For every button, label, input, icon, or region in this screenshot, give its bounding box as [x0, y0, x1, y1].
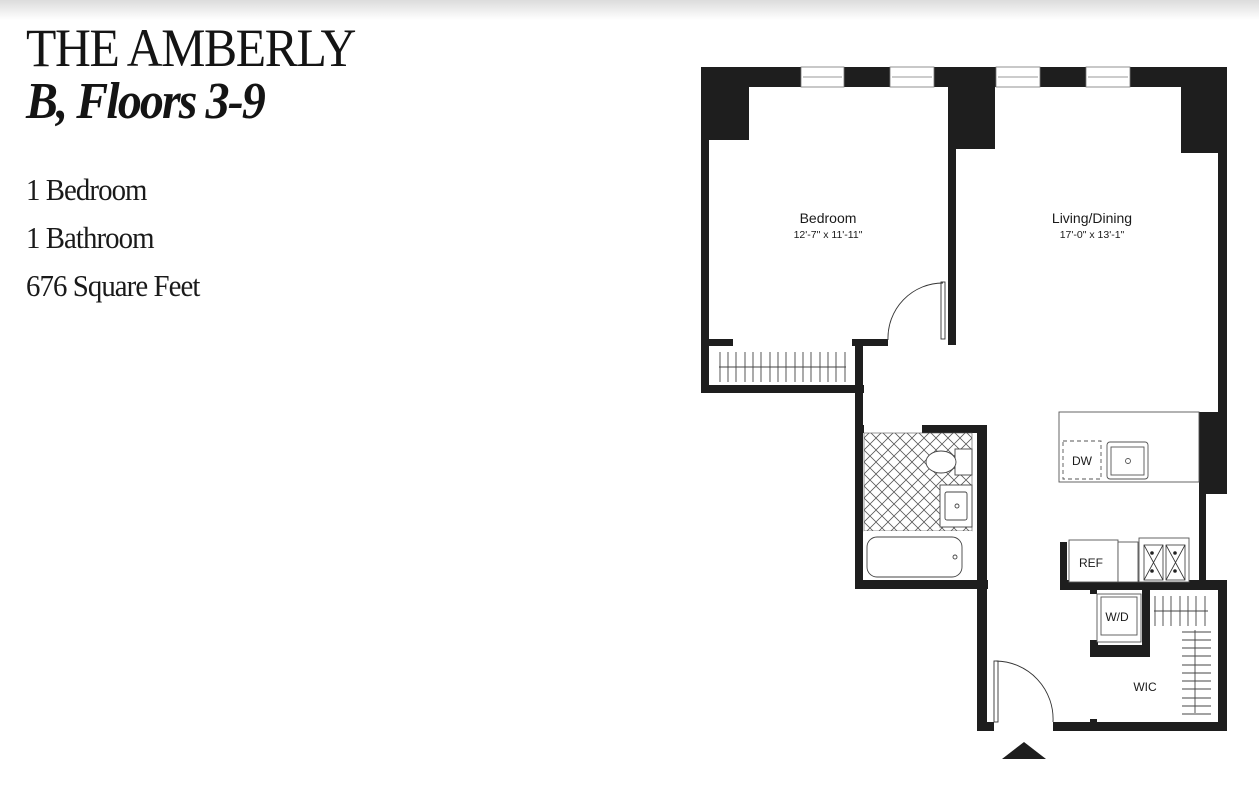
bedroom-label: Bedroom	[800, 210, 857, 226]
bedroom-dimensions: 12'-7" x 11'-11"	[794, 229, 863, 241]
top-shade	[0, 0, 1259, 20]
living-dimensions: 17'-0" x 13'-1"	[1060, 229, 1125, 241]
entry-door	[993, 660, 1054, 723]
square-footage: 676 Square Feet	[26, 268, 200, 303]
bathtub	[864, 531, 972, 580]
toilet	[925, 448, 973, 476]
unit-subtitle: B, Floors 3-9	[26, 73, 266, 130]
unit-specs: 1 Bedroom 1 Bathroom 676 Square Feet	[26, 166, 384, 310]
building-title: THE AMBERLY	[26, 18, 356, 78]
bathroom-sink	[939, 484, 973, 528]
refrigerator-label: REF	[1079, 556, 1103, 570]
kitchen	[1058, 411, 1200, 583]
bedroom-count: 1 Bedroom	[26, 172, 147, 207]
bathroom	[863, 432, 973, 580]
bedroom-closet	[719, 352, 846, 382]
bathroom-count: 1 Bathroom	[26, 220, 155, 255]
windows	[800, 66, 1131, 88]
unit-info: THE AMBERLY B, Floors 3-9 1 Bedroom 1 Ba…	[26, 20, 384, 310]
entry-arrow-icon	[1002, 742, 1046, 759]
dishwasher-label: DW	[1072, 454, 1093, 468]
washer-dryer-label: W/D	[1105, 610, 1129, 624]
washer-dryer	[1096, 593, 1142, 643]
bedroom-door	[887, 281, 946, 341]
walls	[701, 67, 1227, 731]
wic-shelving	[1154, 596, 1211, 715]
living-label: Living/Dining	[1052, 210, 1132, 226]
wic-label: WIC	[1133, 680, 1157, 694]
